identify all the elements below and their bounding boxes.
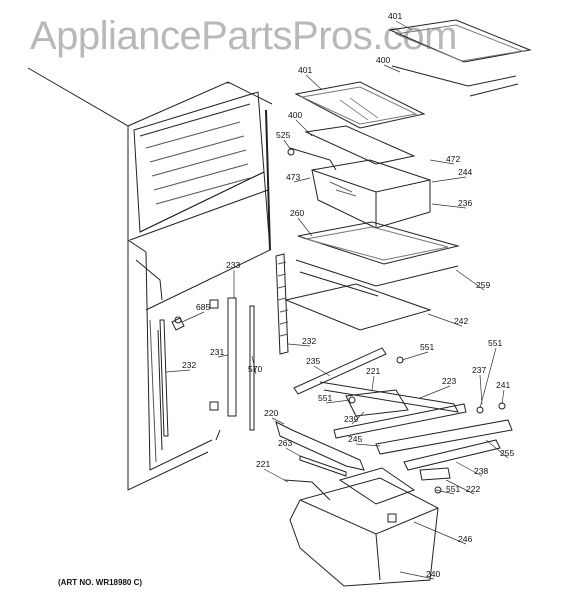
part-number-label: 231 (210, 347, 224, 357)
part-number-label: 223 (442, 376, 456, 386)
part-number-label: 551 (420, 342, 434, 352)
part-number-label: 246 (458, 534, 472, 544)
part-number-label: 221 (366, 366, 380, 376)
leader-line (501, 389, 505, 405)
drawer-236 (311, 159, 431, 229)
leader-line (293, 177, 311, 183)
leader-line (445, 479, 475, 495)
leader-line (431, 203, 467, 209)
leader-line (287, 343, 311, 347)
leader-line (285, 447, 301, 457)
part-number-label: 241 (496, 380, 510, 390)
leader-line (427, 313, 463, 327)
leader-line (217, 354, 229, 358)
leader-line (435, 489, 455, 495)
part-number-label: 551 (446, 484, 460, 494)
part-number-label: 400 (376, 55, 390, 65)
leader-line (305, 74, 323, 91)
part-number-label: 263 (278, 438, 292, 448)
leader-line (263, 468, 289, 483)
lower-shelf-rails (293, 347, 513, 481)
shelf-glass-401-right (388, 19, 532, 97)
site-watermark: AppliancePartsPros.com (30, 14, 457, 58)
leader-line (283, 139, 292, 151)
part-number-label: 240 (426, 569, 440, 579)
glass-panel-242 (284, 283, 432, 331)
leader-line (383, 64, 401, 73)
leader-line (413, 521, 467, 545)
leader-line (297, 217, 313, 237)
leader-line (429, 159, 455, 165)
part-number-label: 255 (500, 448, 514, 458)
part-number-label: 551 (488, 338, 502, 348)
part-number-label: 242 (454, 316, 468, 326)
part-number-label: 259 (476, 280, 490, 290)
part-number-label: 472 (446, 154, 460, 164)
part-number-label: 401 (388, 11, 402, 21)
leader-line (431, 176, 467, 183)
part-number-label: 525 (276, 130, 290, 140)
leader-line (399, 571, 435, 580)
part-number-label: 245 (348, 434, 362, 444)
part-number-label: 473 (286, 172, 300, 182)
part-number-label: 570 (248, 364, 262, 374)
part-number-label: 232 (302, 336, 316, 346)
part-number-label: 233 (226, 260, 240, 270)
art-number-caption: (ART NO. WR18980 C) (58, 578, 143, 587)
part-number-label: 239 (344, 414, 358, 424)
part-number-label: 401 (298, 65, 312, 75)
shelf-glass-401-left (294, 81, 426, 129)
leader-line (455, 461, 483, 477)
part-number-label: 236 (458, 198, 472, 208)
part-number-label: 400 (288, 110, 302, 120)
leader-line (401, 351, 429, 361)
part-number-label: 260 (290, 208, 304, 218)
leader-line (479, 374, 483, 405)
part-number-label: 232 (182, 360, 196, 370)
bins-246-240 (283, 467, 439, 587)
part-number-label: 244 (458, 167, 472, 177)
part-number-label: 221 (256, 459, 270, 469)
shelf-glass-260 (295, 221, 460, 297)
part-number-label: 551 (318, 393, 332, 403)
part-number-label: 222 (466, 484, 480, 494)
leader-line (165, 369, 191, 373)
part-number-label: 235 (306, 356, 320, 366)
refrigerator-cabinet (27, 67, 273, 491)
leader-line (395, 20, 413, 31)
part-number-label: 238 (474, 466, 488, 476)
leader-line (355, 443, 381, 447)
leader-line (419, 385, 451, 399)
leader-line (251, 355, 257, 375)
part-number-label: 237 (472, 365, 486, 375)
leader-line (295, 119, 313, 137)
leader-line (313, 365, 331, 377)
crossbar-220 (275, 421, 365, 477)
fasteners (174, 148, 506, 494)
leader-line (371, 375, 375, 391)
rails (159, 253, 289, 437)
leader-line (351, 411, 365, 425)
leader-line (485, 439, 509, 459)
leader-line (479, 347, 497, 409)
leader-line (271, 417, 285, 425)
leader-line (325, 399, 351, 404)
leader-line (455, 269, 485, 291)
part-number-label: 685 (196, 302, 210, 312)
part-number-label: 220 (264, 408, 278, 418)
leader-line (181, 311, 205, 323)
